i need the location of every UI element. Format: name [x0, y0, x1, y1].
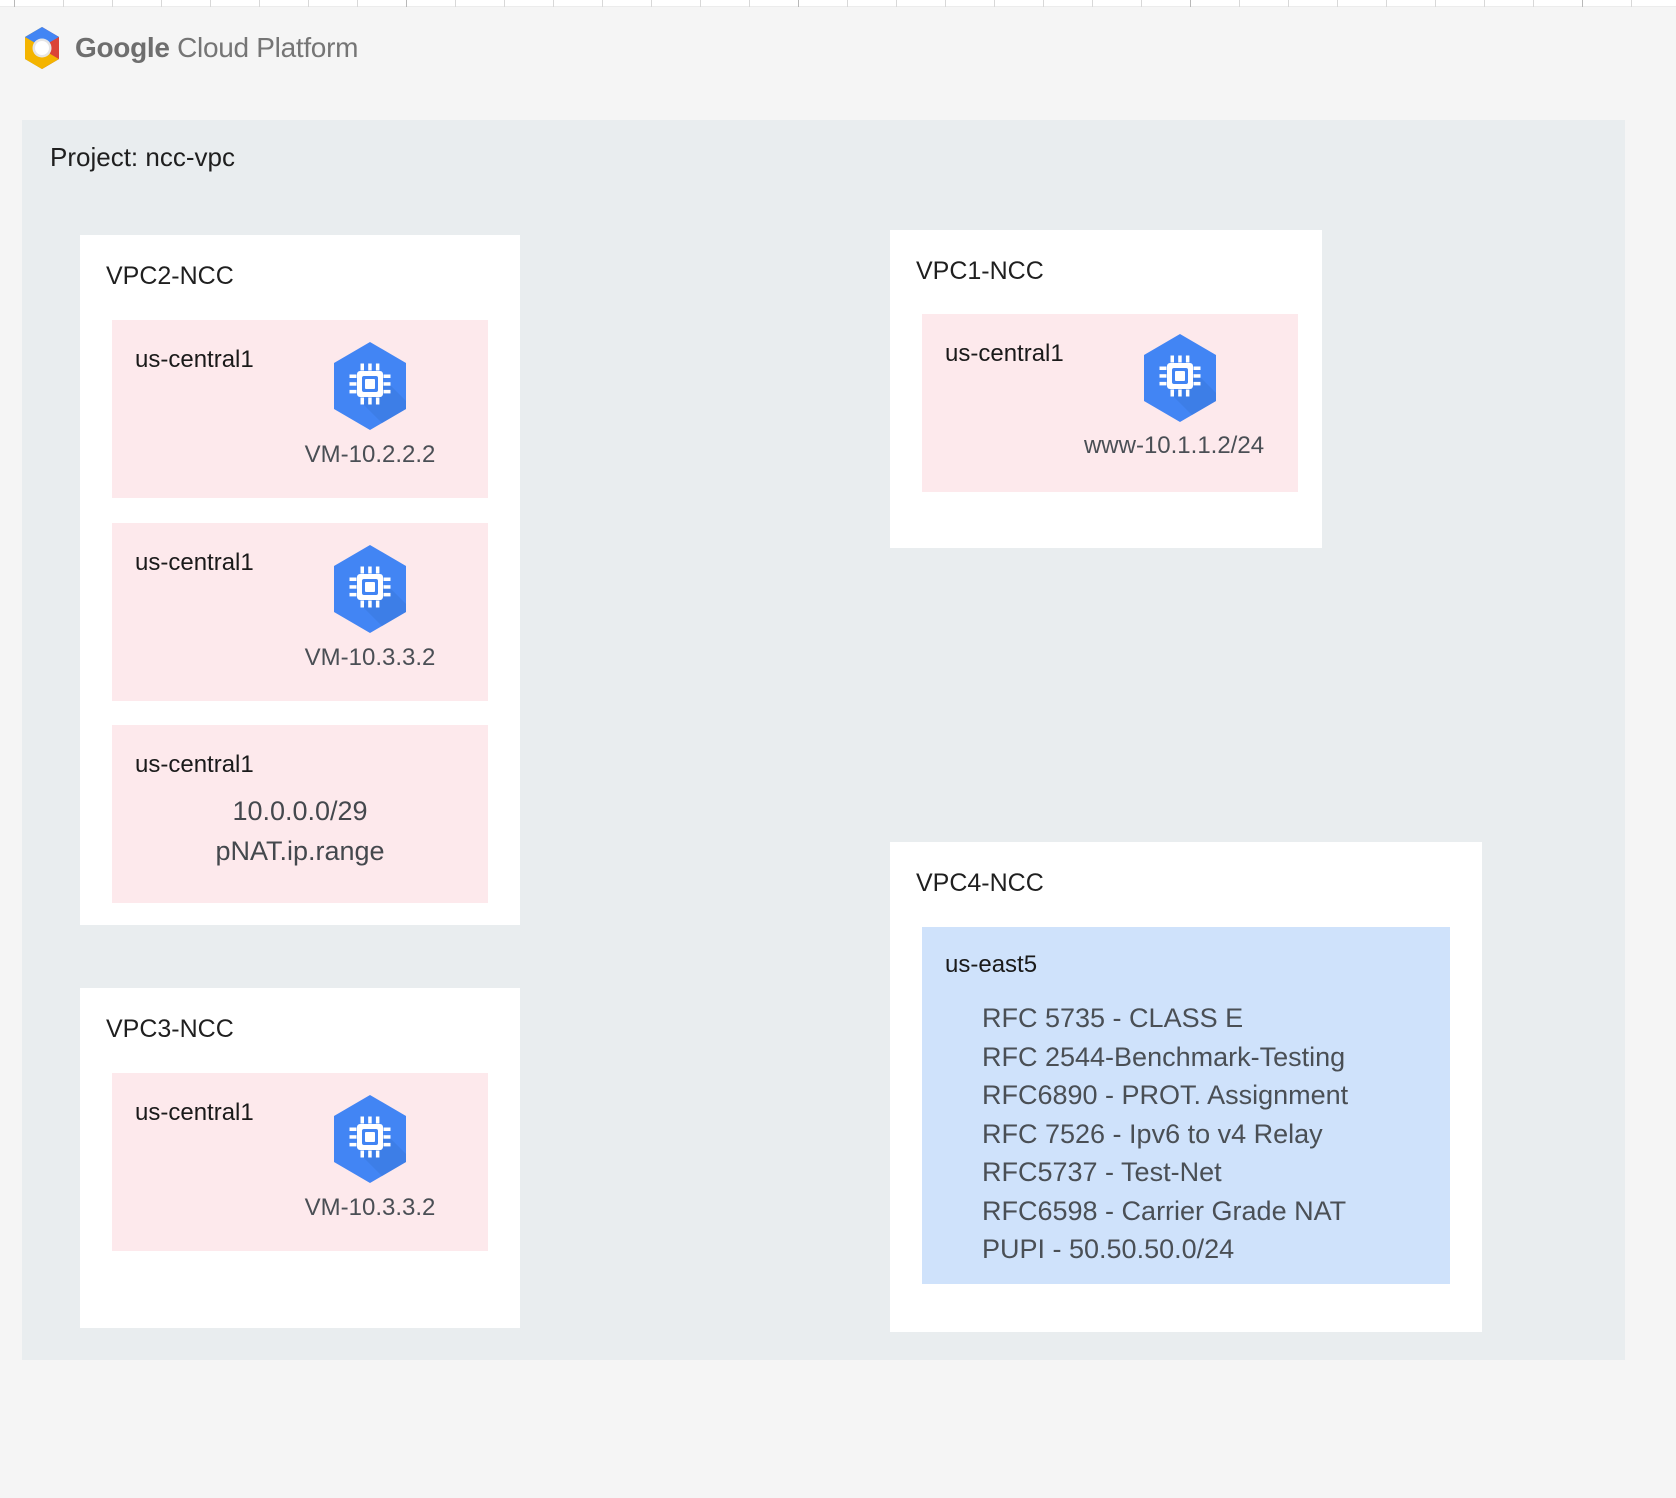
google-cloud-platform-logo-icon [25, 27, 59, 69]
rfc-list: RFC 5735 - CLASS E RFC 2544-Benchmark-Tes… [982, 999, 1348, 1269]
subnet-region-label: us-central1 [135, 1099, 254, 1126]
ruler-tick [308, 0, 309, 7]
rfc-list-item: RFC 2544-Benchmark-Testing [982, 1041, 1346, 1072]
subnet-vpc3-sub1[interactable]: us-central1 [112, 1073, 488, 1251]
pnat-range-line2: pNAT.ip.range [215, 836, 385, 866]
ruler-tick [553, 0, 554, 7]
rfc-list-item: RFC5737 - Test-Net [982, 1157, 1222, 1187]
gcp-wordmark: Google Cloud Platform [75, 32, 358, 64]
compute-vm-icon [334, 342, 406, 430]
compute-vm-icon [334, 1095, 406, 1183]
ruler-tick [210, 0, 211, 7]
subnet-vpc4-sub1[interactable]: us-east5 RFC 5735 - CLASS E RFC 2544-Benc… [922, 927, 1450, 1284]
project-title: Project: ncc-vpc [50, 142, 235, 172]
top-ruler [0, 0, 1676, 7]
vm-caption: VM-10.3.3.2 [304, 644, 436, 671]
ruler-tick [945, 0, 946, 7]
rfc-list-item: RFC 5735 - CLASS E [982, 1003, 1244, 1033]
ruler-tick [1582, 0, 1583, 7]
rfc-list-item: RFC 7526 - Ipv6 to v4 Relay [982, 1118, 1323, 1149]
ruler-tick [1043, 0, 1044, 7]
ruler-tick [798, 0, 799, 7]
wordmark-bold: Google [75, 32, 170, 63]
subnet-vpc2-sub1[interactable]: us-central1 [112, 320, 488, 498]
project-panel: Project: ncc-vpc VPC2-NCC us-central1 [22, 120, 1625, 1360]
ruler-tick [847, 0, 848, 7]
compute-vm-icon [334, 545, 406, 633]
ruler-tick [112, 0, 113, 7]
ruler-tick [14, 0, 15, 7]
subnet-region-label: us-central1 [135, 751, 254, 778]
vpc-card-vpc3[interactable]: VPC3-NCC us-central1 [80, 988, 520, 1328]
subnet-vpc2-sub3[interactable]: us-central1 10.0.0.0/29 pNAT.ip.range [112, 725, 488, 903]
vpc-card-vpc2[interactable]: VPC2-NCC us-central1 [80, 235, 520, 925]
vpc-title-vpc3: VPC3-NCC [106, 1015, 234, 1043]
vm-caption: www-10.1.1.2/24 [1083, 432, 1265, 459]
gcp-brand-header: Google Cloud Platform [22, 26, 358, 70]
ruler-tick [651, 0, 652, 7]
ruler-tick [1141, 0, 1142, 7]
subnet-vpc2-sub2[interactable]: us-central1 [112, 523, 488, 701]
rfc-list-item: RFC6598 - Carrier Grade NAT [982, 1195, 1347, 1226]
ruler-tick [896, 0, 897, 7]
subnet-region-label: us-central1 [945, 340, 1064, 367]
ruler-tick [994, 0, 995, 7]
ruler-tick [1631, 0, 1632, 7]
vpc-title-vpc2: VPC2-NCC [106, 262, 234, 290]
ruler-tick [1435, 0, 1436, 7]
ruler-tick [63, 0, 64, 7]
vpc-title-vpc4: VPC4-NCC [916, 869, 1044, 897]
ruler-tick [1288, 0, 1289, 7]
vm-caption: VM-10.3.3.2 [304, 1194, 436, 1221]
vpc-title-vpc1: VPC1-NCC [916, 257, 1044, 285]
ruler-tick [1092, 0, 1093, 7]
ruler-tick [1337, 0, 1338, 7]
ruler-tick [1386, 0, 1387, 7]
ruler-tick [602, 0, 603, 7]
ruler-tick [161, 0, 162, 7]
rfc-list-item: RFC6890 - PROT. Assignment [982, 1080, 1349, 1110]
ruler-tick [1190, 0, 1191, 7]
vpc-card-vpc1[interactable]: VPC1-NCC us-central1 [890, 230, 1322, 548]
ruler-tick [1484, 0, 1485, 7]
rfc-list-item: PUPI - 50.50.50.0/24 [982, 1234, 1235, 1264]
subnet-region-label: us-east5 [945, 951, 1038, 978]
ruler-tick [504, 0, 505, 7]
pnat-range-line1: 10.0.0.0/29 [232, 796, 368, 826]
subnet-region-label: us-central1 [135, 549, 254, 576]
ruler-tick [1533, 0, 1534, 7]
vm-caption: VM-10.2.2.2 [304, 441, 436, 468]
ruler-tick [455, 0, 456, 7]
wordmark-rest: Cloud Platform [169, 32, 359, 63]
subnet-vpc1-sub1[interactable]: us-central1 [922, 314, 1298, 492]
ruler-tick [749, 0, 750, 7]
ruler-tick [700, 0, 701, 7]
ruler-tick [1239, 0, 1240, 7]
ruler-tick [406, 0, 407, 7]
ruler-tick [357, 0, 358, 7]
compute-vm-icon [1144, 334, 1216, 422]
subnet-region-label: us-central1 [135, 346, 254, 373]
ruler-tick [259, 0, 260, 7]
